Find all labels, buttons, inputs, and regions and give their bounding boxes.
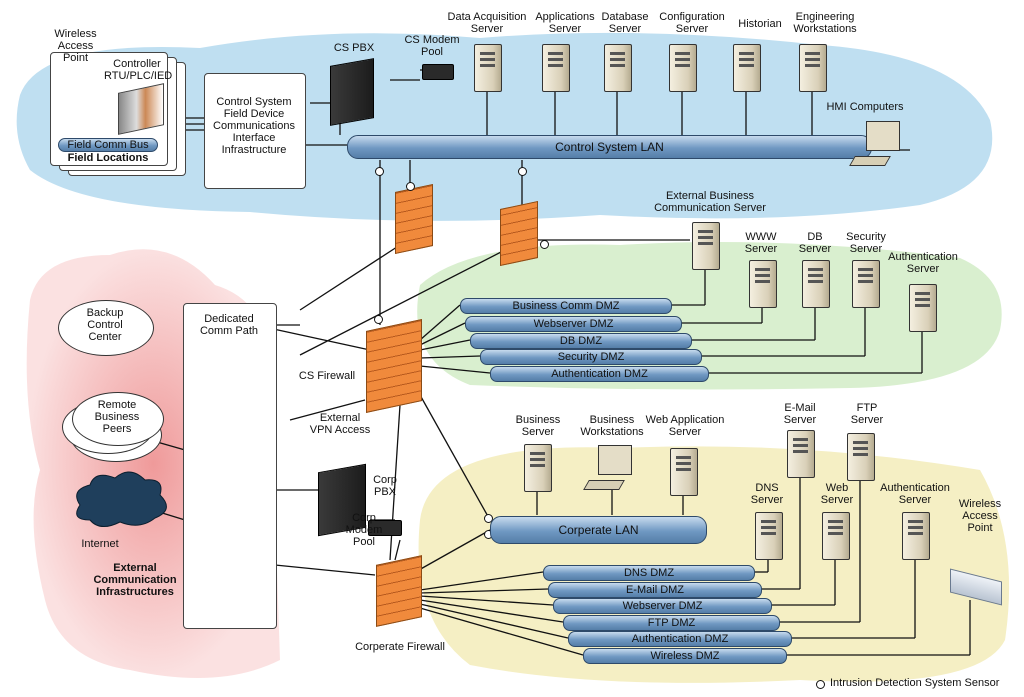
authentication-dmz-pipe-corp: Authentication DMZ: [568, 631, 792, 647]
field-comm-bus: Field Comm Bus: [58, 138, 158, 152]
corporate-lan: Corperate LAN: [490, 516, 707, 544]
cs-pbx-device: [330, 58, 374, 126]
dns-dmz-pipe: DNS DMZ: [543, 565, 755, 581]
security-dmz-pipe: Security DMZ: [480, 349, 702, 365]
web-app-server-icon: [670, 448, 698, 496]
cs-lan-firewall-1: [395, 183, 433, 255]
remote-business-peers: [72, 392, 164, 446]
ext-comm-infra-label: External Communication Infrastructures: [93, 562, 177, 598]
control-system-lan: Control System LAN: [347, 135, 872, 159]
cs-server-label-1: Applications Server: [535, 11, 595, 35]
external-vpn-label: External VPN Access: [309, 412, 371, 436]
business-workstation-icon: [598, 445, 632, 475]
internet-label: Internet: [81, 538, 119, 550]
business-server-icon: [524, 444, 552, 492]
legend-ids-label: Intrusion Detection System Sensor: [830, 677, 1000, 689]
applications-server-icon: [542, 44, 570, 92]
security-server-icon: [852, 260, 880, 308]
db-server-icon: [802, 260, 830, 308]
ftp-dmz-pipe: FTP DMZ: [563, 615, 780, 631]
field-device-comm-box: [204, 73, 306, 189]
cs-modem-device: [422, 64, 454, 80]
webserver-dmz-pipe-corp: Webserver DMZ: [553, 598, 772, 614]
ftp-server-icon: [847, 433, 875, 481]
corp-pbx-label: Corp PBX: [373, 474, 397, 498]
corp-modem-label: Corp Modem Pool: [345, 512, 383, 548]
internet-cloud: [76, 471, 167, 527]
wireless-ap-label-corp: Wireless Access Point: [958, 498, 1002, 534]
web-server-icon: [822, 512, 850, 560]
email-dmz-pipe: E-Mail DMZ: [548, 582, 762, 598]
www-server-label: WWW Server: [744, 231, 778, 255]
hmi-label: HMI Computers: [826, 101, 904, 113]
dns-server-label: DNS Server: [750, 482, 784, 506]
hmi-keyboard-icon: [849, 156, 891, 166]
business-server-label: Business Server: [515, 414, 561, 438]
cs-firewall: [366, 319, 422, 413]
cs-server-label-4: Historian: [738, 18, 782, 30]
wireless-dmz-pipe: Wireless DMZ: [583, 648, 787, 664]
ids-sensor-icon: [375, 167, 384, 176]
database-server-icon: [604, 44, 632, 92]
dedicated-comm-path-label: Dedicated Comm Path: [199, 313, 259, 337]
cs-firewall-label: CS Firewall: [298, 370, 356, 382]
ids-sensor-icon: [518, 167, 527, 176]
legend-ids-icon: [816, 680, 825, 689]
ids-sensor-icon: [374, 315, 383, 324]
cs-pbx-label: CS PBX: [333, 42, 375, 54]
business-comm-dmz-pipe: Business Comm DMZ: [460, 298, 672, 314]
corp-modem-device: [368, 520, 402, 536]
cs-server-label-2: Database Server: [601, 11, 649, 35]
ftp-server-label: FTP Server: [850, 402, 884, 426]
cs-server-label-0: Data Acquisition Server: [447, 11, 527, 35]
dns-server-icon: [755, 512, 783, 560]
security-server-label: Security Server: [846, 231, 886, 255]
field-device-comm-label: Control System Field Device Communicatio…: [213, 96, 295, 156]
backup-control-center: [58, 300, 154, 356]
cs-server-label-5: Engineering Workstations: [793, 11, 857, 35]
ids-sensor-icon: [540, 240, 549, 249]
auth-server-icon-corp: [902, 512, 930, 560]
dedicated-comm-path-box: [183, 303, 277, 629]
backup-control-center-label: Backup Control Center: [86, 307, 124, 343]
wireless-ap-label: Wireless Access Point: [54, 28, 97, 64]
web-app-server-label: Web Application Server: [645, 414, 725, 438]
auth-server-label-corp: Authentication Server: [880, 482, 950, 506]
business-workstations-label: Business Workstations: [580, 414, 644, 438]
auth-server-icon-dmz: [909, 284, 937, 332]
www-server-icon: [749, 260, 777, 308]
db-dmz-pipe: DB DMZ: [470, 333, 692, 349]
ext-comm-server-icon: [692, 222, 720, 270]
ids-sensor-icon: [406, 182, 415, 191]
web-server-label: Web Server: [820, 482, 854, 506]
field-locations-title: Field Locations: [67, 152, 149, 164]
ext-comm-server-label: External Business Communication Server: [654, 190, 766, 214]
email-server-icon: [787, 430, 815, 478]
engineering-workstation-icon: [799, 44, 827, 92]
auth-server-label-dmz: Authentication Server: [888, 251, 958, 275]
configuration-server-icon: [669, 44, 697, 92]
data-acquisition-server-icon: [474, 44, 502, 92]
cs-server-label-3: Configuration Server: [659, 11, 725, 35]
cs-lan-firewall-2: [500, 200, 538, 267]
business-keyboard-icon: [583, 480, 625, 490]
corporate-firewall-label: Corperate Firewall: [355, 641, 445, 653]
hmi-computer-icon: [866, 121, 900, 151]
db-server-label: DB Server: [798, 231, 832, 255]
email-server-label: E-Mail Server: [783, 402, 817, 426]
corporate-firewall: [376, 555, 422, 627]
webserver-dmz-pipe: Webserver DMZ: [465, 316, 682, 332]
authentication-dmz-pipe: Authentication DMZ: [490, 366, 709, 382]
controller-label: Controller RTU/PLC/IED: [104, 58, 173, 82]
cs-modem-label: CS Modem Pool: [404, 34, 460, 58]
historian-server-icon: [733, 44, 761, 92]
remote-business-peers-label: Remote Business Peers: [94, 399, 140, 435]
